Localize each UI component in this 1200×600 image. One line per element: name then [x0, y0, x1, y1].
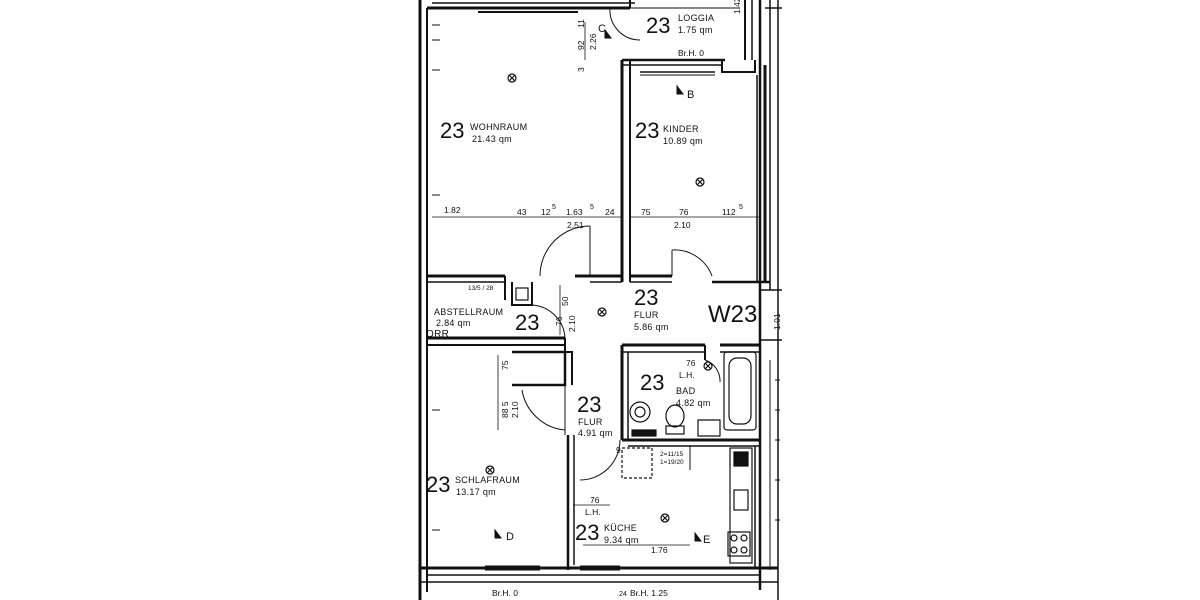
room-number-kueche: 23: [575, 520, 599, 545]
marker-c-arrow: [604, 28, 612, 39]
dim-bottom-left: Br.H. 0: [492, 588, 518, 598]
room-number-wohnraum: 23: [440, 118, 464, 143]
dim-door-kinder: 2.10: [674, 220, 691, 230]
dim-1-82: 1.82: [444, 205, 461, 215]
dim-flur-50: 50: [560, 296, 570, 306]
fixtures: [432, 22, 760, 564]
dim-right-edge: 1.01: [772, 313, 782, 330]
marker-b: B: [687, 89, 695, 101]
dim-bottom-24: 24: [619, 591, 627, 598]
dim-nine: 9: [616, 445, 621, 455]
unit-label: W23: [708, 301, 757, 328]
room-name-bad: BAD: [676, 386, 696, 396]
room-name-schlafraum: SCHLAFRAUM: [455, 475, 520, 485]
dim-kueche-lh: L.H.: [585, 507, 601, 517]
dim-flur-76: 76: [554, 316, 564, 326]
dim-c-92: 92: [576, 40, 586, 50]
room-area-schlafraum: 13.17 qm: [456, 487, 496, 497]
dim-door-wohnraum: 2.51: [567, 220, 584, 230]
kitchen-counter: [729, 447, 753, 564]
dim-kueche-width: 1.76: [651, 545, 668, 555]
dim-c-2-26: 2.26: [588, 33, 598, 50]
dim-12: 12: [541, 207, 551, 217]
marker-c: C: [598, 23, 606, 35]
walls: [418, 0, 782, 600]
dim-75: 75: [641, 207, 651, 217]
dim-c-11: 11: [576, 19, 586, 28]
dim-schlaf-75: 75: [500, 360, 510, 370]
room-number-abstellraum: 23: [515, 310, 539, 335]
toilet: [665, 404, 685, 428]
room-area-bad: 4.82 qm: [676, 398, 711, 408]
room-number-flur-upper: 23: [634, 285, 658, 310]
room-area-abstellraum: 2.84 qm: [436, 318, 471, 328]
room-name-kueche: KÜCHE: [604, 523, 637, 533]
dim-schlaf-2-10: 2.10: [510, 401, 520, 418]
ceiling-lights: [485, 73, 713, 523]
room-name-abstellraum: ABSTELLRAUM: [434, 307, 503, 317]
stove: [727, 531, 751, 557]
washbasin: [629, 401, 651, 423]
room-name-wohnraum: WOHNRAUM: [470, 122, 527, 132]
bathtub: [723, 351, 757, 431]
room-name-flur-lower: FLUR: [578, 417, 603, 427]
room-number-schlafraum: 23: [426, 472, 450, 497]
room-area-flur-lower: 4.91 qm: [578, 428, 613, 438]
room-name-kinder: KINDER: [663, 124, 699, 134]
dim-bad-76: 76: [686, 358, 696, 368]
dim-bottom-right: Br.H. 1.25: [630, 588, 668, 598]
bathtub-inner: [728, 357, 752, 425]
marker-b-arrow: [676, 84, 684, 95]
room-area-kueche: 9.34 qm: [604, 535, 639, 545]
dim-43: 43: [517, 207, 527, 217]
room-name-flur-upper: FLUR: [634, 310, 659, 320]
toilet-tank: [665, 425, 685, 435]
room-number-loggia: 23: [646, 13, 670, 38]
dim-abstell-small: 13/5 / 28: [468, 285, 494, 292]
dim-112-sup: 5: [739, 204, 743, 211]
markers: [494, 28, 702, 542]
dim-c-3: 3: [576, 67, 586, 72]
dimensions: 1.82 43 12 5 1.63 5 24 75 76 112 5 2.51 …: [426, 0, 782, 598]
shaft: [515, 287, 529, 301]
room-area-kinder: 10.89 qm: [663, 136, 703, 146]
marker-e: E: [703, 534, 711, 546]
dim-br-h-top: Br.H. 0: [678, 48, 704, 58]
dim-flur-2-10: 2.10: [567, 315, 577, 332]
dim-bad-lh: L.H.: [679, 370, 695, 380]
room-number-bad: 23: [640, 370, 664, 395]
dim-loggia-top: 1.42: [732, 0, 742, 14]
room-name-loggia: LOGGIA: [678, 13, 714, 23]
dim-112: 112: [722, 207, 736, 217]
marker-e-arrow: [694, 531, 702, 542]
bad-sink-counter: [697, 419, 721, 437]
dim-12-sup: 5: [552, 204, 556, 211]
dim-stair-note-2: 1=19/20: [660, 459, 684, 466]
dim-76: 76: [679, 207, 689, 217]
dim-kueche-76: 76: [590, 495, 600, 505]
dim-stair-note-1: 2=11/15: [660, 451, 684, 458]
marker-d: D: [506, 531, 514, 543]
room-number-kinder: 23: [635, 118, 659, 143]
dim-schlaf-88-5: 88 5: [500, 401, 510, 418]
room-number-flur-lower: 23: [577, 392, 601, 417]
dim-24: 24: [605, 207, 615, 217]
room-area-wohnraum: 21.43 qm: [472, 134, 512, 144]
door-swings: [521, 7, 721, 481]
marker-d-arrow: [494, 528, 502, 539]
label-orr: ORR: [426, 329, 449, 340]
kitchen-dashed-box: [621, 447, 653, 479]
dim-1-63: 1.63: [566, 207, 583, 217]
dim-1-63-sup: 5: [590, 204, 594, 211]
room-area-loggia: 1.75 qm: [678, 25, 713, 35]
room-area-flur-upper: 5.86 qm: [634, 322, 669, 332]
